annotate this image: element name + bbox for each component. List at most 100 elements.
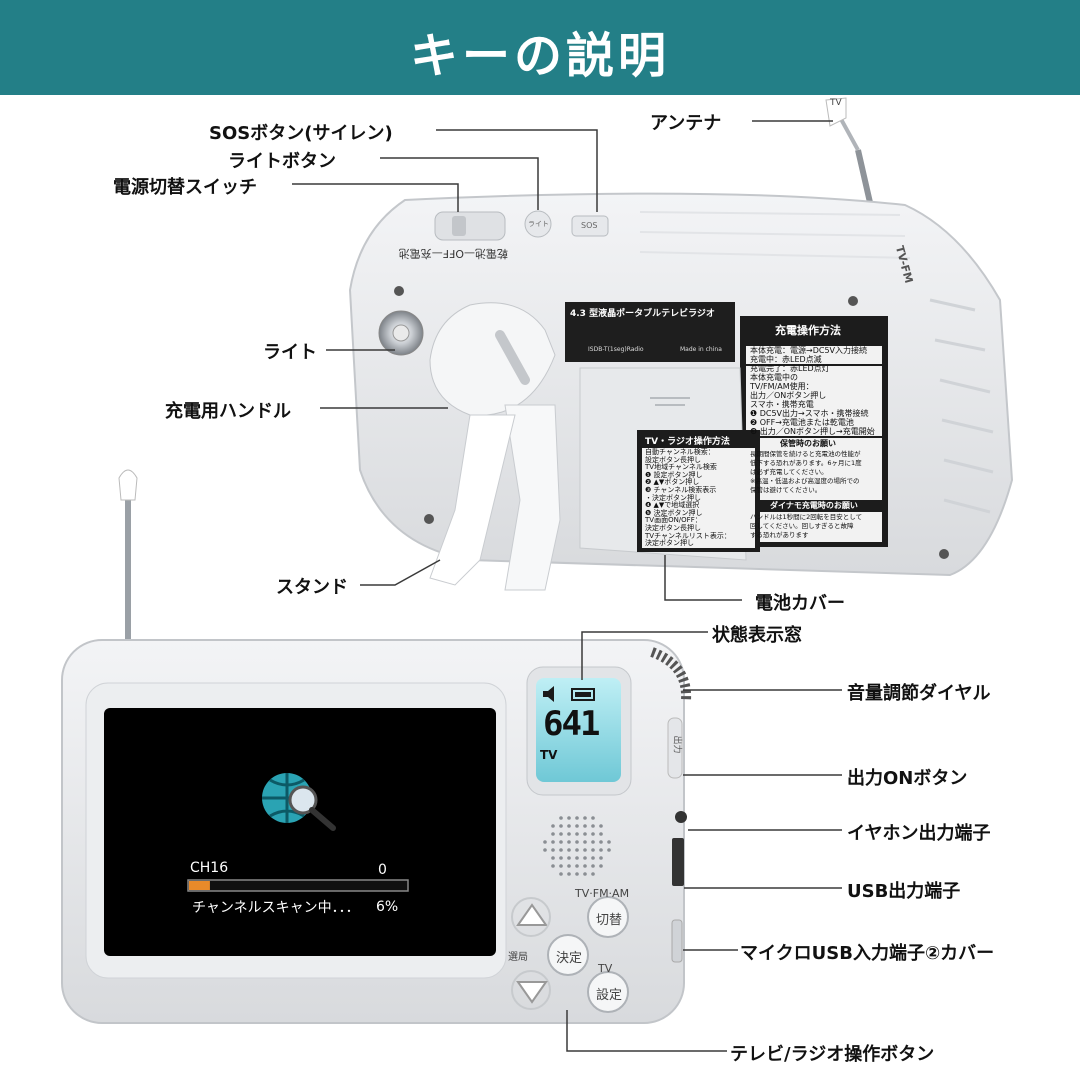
- globe-search-icon: [262, 773, 336, 831]
- up-arrow-button: [516, 903, 548, 926]
- panel-line: TV/FM/AM使用：: [750, 382, 814, 391]
- grille-hole: [575, 872, 579, 876]
- speaker-icon: [543, 686, 554, 702]
- grille-hole: [591, 848, 595, 852]
- grille-hole: [591, 840, 595, 844]
- charge-panel-lines: 本体充電：電源→DC5V入力接続充電中：赤LED点滅充電完了：赤LED点灯本体充…: [750, 346, 875, 436]
- seek-label: 選局: [508, 952, 528, 963]
- setting-button-label[interactable]: 設定: [596, 988, 623, 1003]
- spec-title: 4.3 型液晶ポータブルテレビラジオ: [570, 309, 715, 319]
- grille-hole: [551, 832, 555, 836]
- grille-hole: [567, 816, 571, 820]
- setting-button: [587, 971, 629, 1013]
- grille-hole: [551, 864, 555, 868]
- lcd-digits: 641: [543, 704, 600, 744]
- stand-leg-right: [504, 404, 561, 591]
- dynamo-lines: ハンドルは1秒間に2回転を目安として回してください。回しすぎると故障する恐れがあ…: [750, 513, 862, 540]
- panel-line: TV地域チャンネル検索: [645, 463, 717, 472]
- panel-line: 保管は避けてください。: [750, 486, 822, 494]
- grille-hole: [543, 840, 547, 844]
- screen-percent: 6%: [376, 899, 399, 915]
- lcd-display: [536, 678, 621, 782]
- down-arrow-button: [516, 981, 548, 1004]
- grille-hole: [599, 824, 603, 828]
- grille-hole: [567, 864, 571, 868]
- panel-line: は必ず充電してください。: [750, 468, 828, 476]
- panel-line: スマホ・携帯充電: [750, 400, 814, 409]
- sos-button: [571, 215, 609, 237]
- label-earphone: イヤホン出力端子: [847, 823, 991, 844]
- antenna-tag: TV: [830, 98, 842, 108]
- grille-hole: [551, 840, 555, 844]
- panel-line: ❶ DC5V出力→スマホ・携帯接続: [750, 409, 869, 418]
- label-power-switch: 電源切替スイッチ: [113, 177, 257, 198]
- grille-hole: [567, 856, 571, 860]
- label-antenna: アンテナ: [650, 113, 722, 134]
- grille-hole: [583, 848, 587, 852]
- grille-hole: [591, 832, 595, 836]
- panel-line: 回してください。回しすぎると故障: [750, 522, 854, 530]
- grille-hole: [551, 824, 555, 828]
- spec-label: [565, 302, 735, 362]
- battery-icon: [571, 688, 595, 701]
- grille-hole: [559, 816, 563, 820]
- grille-hole: [591, 864, 595, 868]
- panel-line: ❸ 出力／ONボタン押し→充電開始: [750, 427, 875, 436]
- grille-hole: [567, 848, 571, 852]
- scan-progress-fill: [189, 881, 210, 890]
- grille-hole: [583, 824, 587, 828]
- charge-panel-title: 充電操作方法: [775, 324, 841, 337]
- panel-line: ❶ 設定ボタン押し: [645, 470, 703, 479]
- grille-hole: [567, 840, 571, 844]
- antenna-tip: [825, 97, 847, 127]
- panel-line: TV画面ON/OFF：: [645, 516, 702, 525]
- grille-hole: [575, 864, 579, 868]
- grille-hole: [575, 824, 579, 828]
- grille-hole: [551, 856, 555, 860]
- label-battery-cover: 電池カバー: [755, 593, 845, 614]
- usb-port: [672, 838, 684, 886]
- lcd-mode: TV: [540, 748, 558, 762]
- grille-hole: [559, 864, 563, 868]
- panel-line: ❹ ▲▼で地域選択: [645, 501, 700, 510]
- grille-hole: [599, 832, 603, 836]
- panel-line: ※高温・低温および高湿度の場所での: [750, 477, 860, 485]
- grille-hole: [543, 848, 547, 852]
- grille-hole: [583, 840, 587, 844]
- panel-line: 充電中：赤LED点滅: [750, 355, 822, 364]
- decide-button: [547, 934, 589, 976]
- banner-title: キーの説明: [409, 28, 670, 84]
- label-status-window: 状態表示窓: [712, 625, 802, 646]
- label-tv-radio-buttons: テレビ/ラジオ操作ボタン: [730, 1044, 935, 1065]
- label-sos-button: SOSボタン(サイレン): [209, 123, 393, 144]
- panel-line: TVチャンネルリスト表示：: [645, 531, 731, 540]
- panel-line: 充電完了：赤LED点灯: [750, 364, 830, 373]
- light-button: [524, 210, 552, 238]
- grille-hole: [559, 856, 563, 860]
- grille-hole: [599, 864, 603, 868]
- label-volume-dial: 音量調節ダイヤル: [847, 683, 991, 704]
- grille-hole: [551, 848, 555, 852]
- switch-button-label[interactable]: 切替: [596, 913, 623, 928]
- tv-screen: [104, 708, 496, 956]
- panel-line: 低下する恐れがあります。6ヶ月に1度: [750, 459, 862, 467]
- grille-hole: [583, 864, 587, 868]
- front-device: [61, 469, 692, 1024]
- power-switch: [434, 211, 506, 241]
- label-usb-out: USB出力端子: [847, 881, 961, 902]
- grille-hole: [591, 872, 595, 876]
- grille-hole: [575, 816, 579, 820]
- storage-title: 保管時のお願い: [780, 439, 836, 448]
- grille-hole: [583, 872, 587, 876]
- screen-status: チャンネルスキャン中．．．: [192, 900, 360, 916]
- grille-hole: [559, 848, 563, 852]
- mode-label: TV·FM·AM: [575, 887, 630, 900]
- grille-hole: [575, 856, 579, 860]
- grille-hole: [575, 832, 579, 836]
- panel-line: ❷ ▲▼ボタン押し: [645, 478, 700, 487]
- grille-hole: [575, 848, 579, 852]
- panel-line: 自動チャンネル検索：: [645, 448, 715, 456]
- label-handle: 充電用ハンドル: [165, 401, 291, 422]
- spec-footer-right: Made in china: [680, 346, 722, 353]
- decide-button-label[interactable]: 決定: [556, 951, 583, 966]
